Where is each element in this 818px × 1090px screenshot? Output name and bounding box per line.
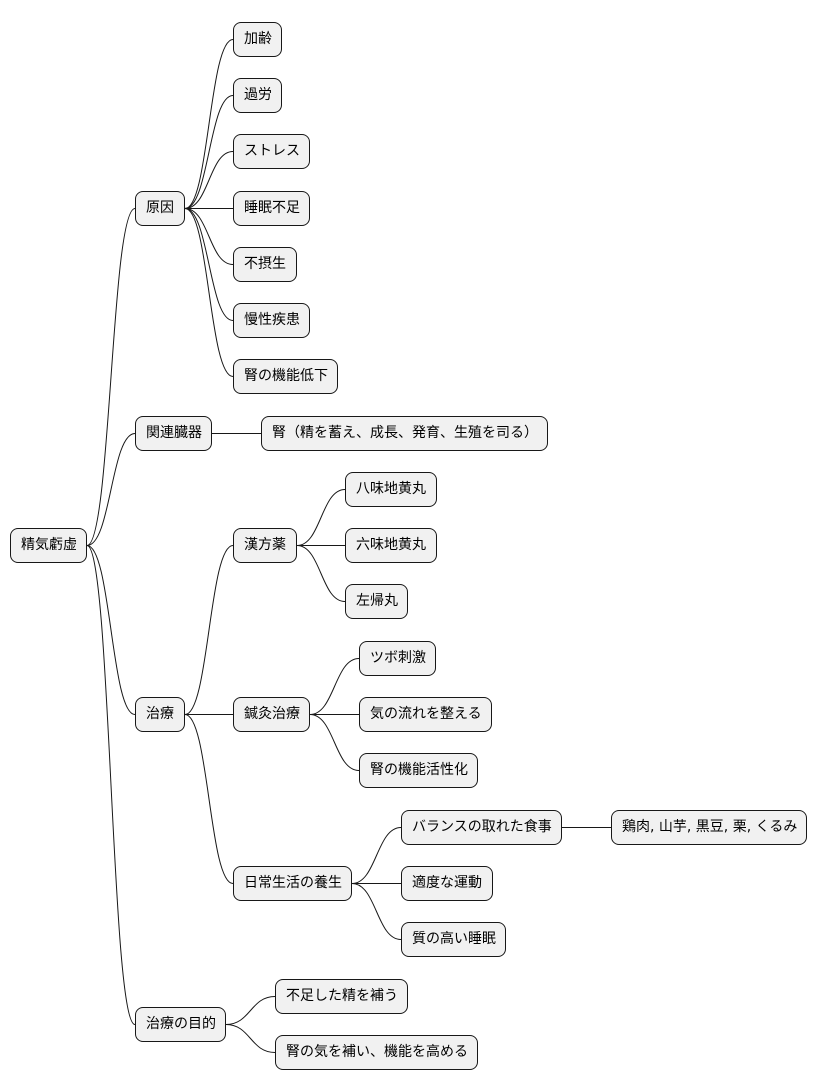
- edge-root-node-to-branch-related-organ: [86, 433, 136, 546]
- edge-root-node-to-branch-causes: [86, 208, 136, 546]
- edge-branch-treatment-to-treatment-daily-care: [184, 714, 234, 884]
- acupuncture-point-stimulation[interactable]: ツボ刺激: [359, 641, 436, 676]
- root-node[interactable]: 精気虧虚: [10, 528, 87, 563]
- organ-kidney[interactable]: 腎（精を蓄え、成長、発育、生殖を司る）: [261, 416, 548, 451]
- cause-stress[interactable]: ストレス: [233, 134, 310, 169]
- cause-sleep-deprivation[interactable]: 睡眠不足: [233, 191, 310, 226]
- edge-branch-causes-to-cause-aging: [184, 39, 234, 209]
- edge-treatment-daily-care-to-daily-quality-sleep: [351, 883, 402, 940]
- herbal-hachimi-jiogan[interactable]: 八味地黄丸: [345, 472, 437, 507]
- cause-aging[interactable]: 加齢: [233, 22, 282, 57]
- edge-branch-causes-to-cause-stress: [184, 151, 234, 209]
- branch-causes[interactable]: 原因: [135, 191, 185, 226]
- edge-branch-treatment-goal-to-goal-replenish-essence: [225, 996, 276, 1025]
- cause-unhealthy-lifestyle[interactable]: 不摂生: [233, 247, 297, 282]
- cause-chronic-disease[interactable]: 慢性疾患: [233, 303, 310, 338]
- treatment-daily-care[interactable]: 日常生活の養生: [233, 866, 352, 901]
- treatment-herbal-medicine[interactable]: 漢方薬: [233, 528, 297, 563]
- edge-treatment-daily-care-to-daily-balanced-diet: [351, 827, 402, 884]
- cause-overwork[interactable]: 過労: [233, 78, 282, 113]
- edge-branch-causes-to-cause-chronic-disease: [184, 208, 234, 321]
- branch-treatment-goal[interactable]: 治療の目的: [135, 1007, 226, 1042]
- edge-treatment-herbal-medicine-to-herbal-hachimi-jiogan: [296, 489, 346, 546]
- food-examples[interactable]: 鶏肉, 山芋, 黒豆, 栗, くるみ: [611, 810, 807, 845]
- edge-branch-causes-to-cause-unhealthy-lifestyle: [184, 208, 234, 265]
- goal-replenish-essence[interactable]: 不足した精を補う: [275, 979, 408, 1014]
- edge-branch-treatment-goal-to-goal-strengthen-kidney-qi: [225, 1024, 276, 1053]
- daily-balanced-diet[interactable]: バランスの取れた食事: [401, 810, 562, 845]
- edge-root-node-to-branch-treatment-goal: [86, 545, 136, 1025]
- edge-root-node-to-branch-treatment: [86, 545, 136, 715]
- edge-branch-causes-to-cause-overwork: [184, 95, 234, 209]
- edge-treatment-herbal-medicine-to-herbal-sakigan: [296, 545, 346, 602]
- edge-branch-causes-to-cause-kidney-decline: [184, 208, 234, 377]
- cause-kidney-decline[interactable]: 腎の機能低下: [233, 359, 338, 394]
- daily-moderate-exercise[interactable]: 適度な運動: [401, 866, 493, 901]
- herbal-sakigan[interactable]: 左帰丸: [345, 584, 408, 619]
- herbal-rokumi-jiogan[interactable]: 六味地黄丸: [345, 528, 437, 563]
- edge-branch-treatment-to-treatment-herbal-medicine: [184, 545, 234, 715]
- goal-strengthen-kidney-qi[interactable]: 腎の気を補い、機能を高める: [275, 1035, 478, 1070]
- acupuncture-kidney-activation[interactable]: 腎の機能活性化: [359, 753, 478, 788]
- branch-treatment[interactable]: 治療: [135, 697, 185, 732]
- daily-quality-sleep[interactable]: 質の高い睡眠: [401, 922, 506, 957]
- branch-related-organ[interactable]: 関連臓器: [135, 416, 212, 451]
- edge-treatment-acupuncture-to-acupuncture-kidney-activation: [309, 714, 360, 771]
- edge-treatment-acupuncture-to-acupuncture-point-stimulation: [309, 658, 360, 715]
- acupuncture-qi-flow[interactable]: 気の流れを整える: [359, 697, 492, 732]
- treatment-acupuncture[interactable]: 鍼灸治療: [233, 697, 310, 732]
